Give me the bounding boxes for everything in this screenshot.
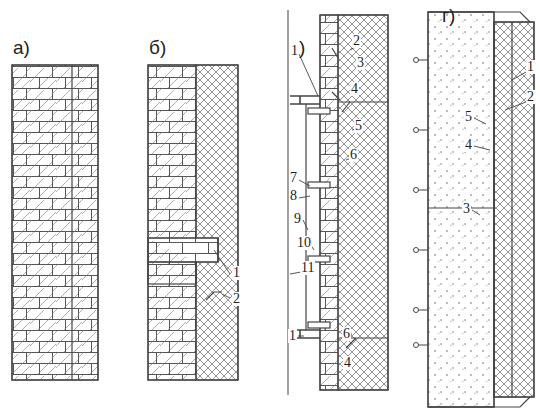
callout-number: 1	[232, 266, 241, 280]
callout-number: 1	[526, 60, 535, 74]
panel-letter: а)	[12, 38, 31, 58]
callout-number: 4	[343, 356, 352, 370]
callout-number: 9	[293, 212, 302, 226]
callout-number: 4	[350, 82, 359, 96]
callout-number: 2	[232, 292, 241, 306]
callout-number: 8	[289, 189, 298, 203]
callout-number: 7	[289, 171, 298, 185]
callout-number: 2	[352, 34, 361, 48]
callout-number: 4	[464, 138, 473, 152]
callout-number: 3	[462, 202, 471, 216]
callout-number: 6	[342, 327, 351, 341]
callout-number: 5	[464, 110, 473, 124]
callout-number: 11	[300, 261, 315, 275]
callout-number: 1	[290, 44, 299, 58]
panel-letter: б)	[148, 38, 167, 58]
callout-number: 5	[354, 119, 363, 133]
callout-number: 3	[356, 56, 365, 70]
callout-number: 6	[349, 148, 358, 162]
callout-number: 10	[296, 236, 312, 250]
callout-number: 2	[526, 90, 535, 104]
panel-letter: г)	[441, 6, 456, 26]
callout-number: 1	[288, 329, 297, 343]
